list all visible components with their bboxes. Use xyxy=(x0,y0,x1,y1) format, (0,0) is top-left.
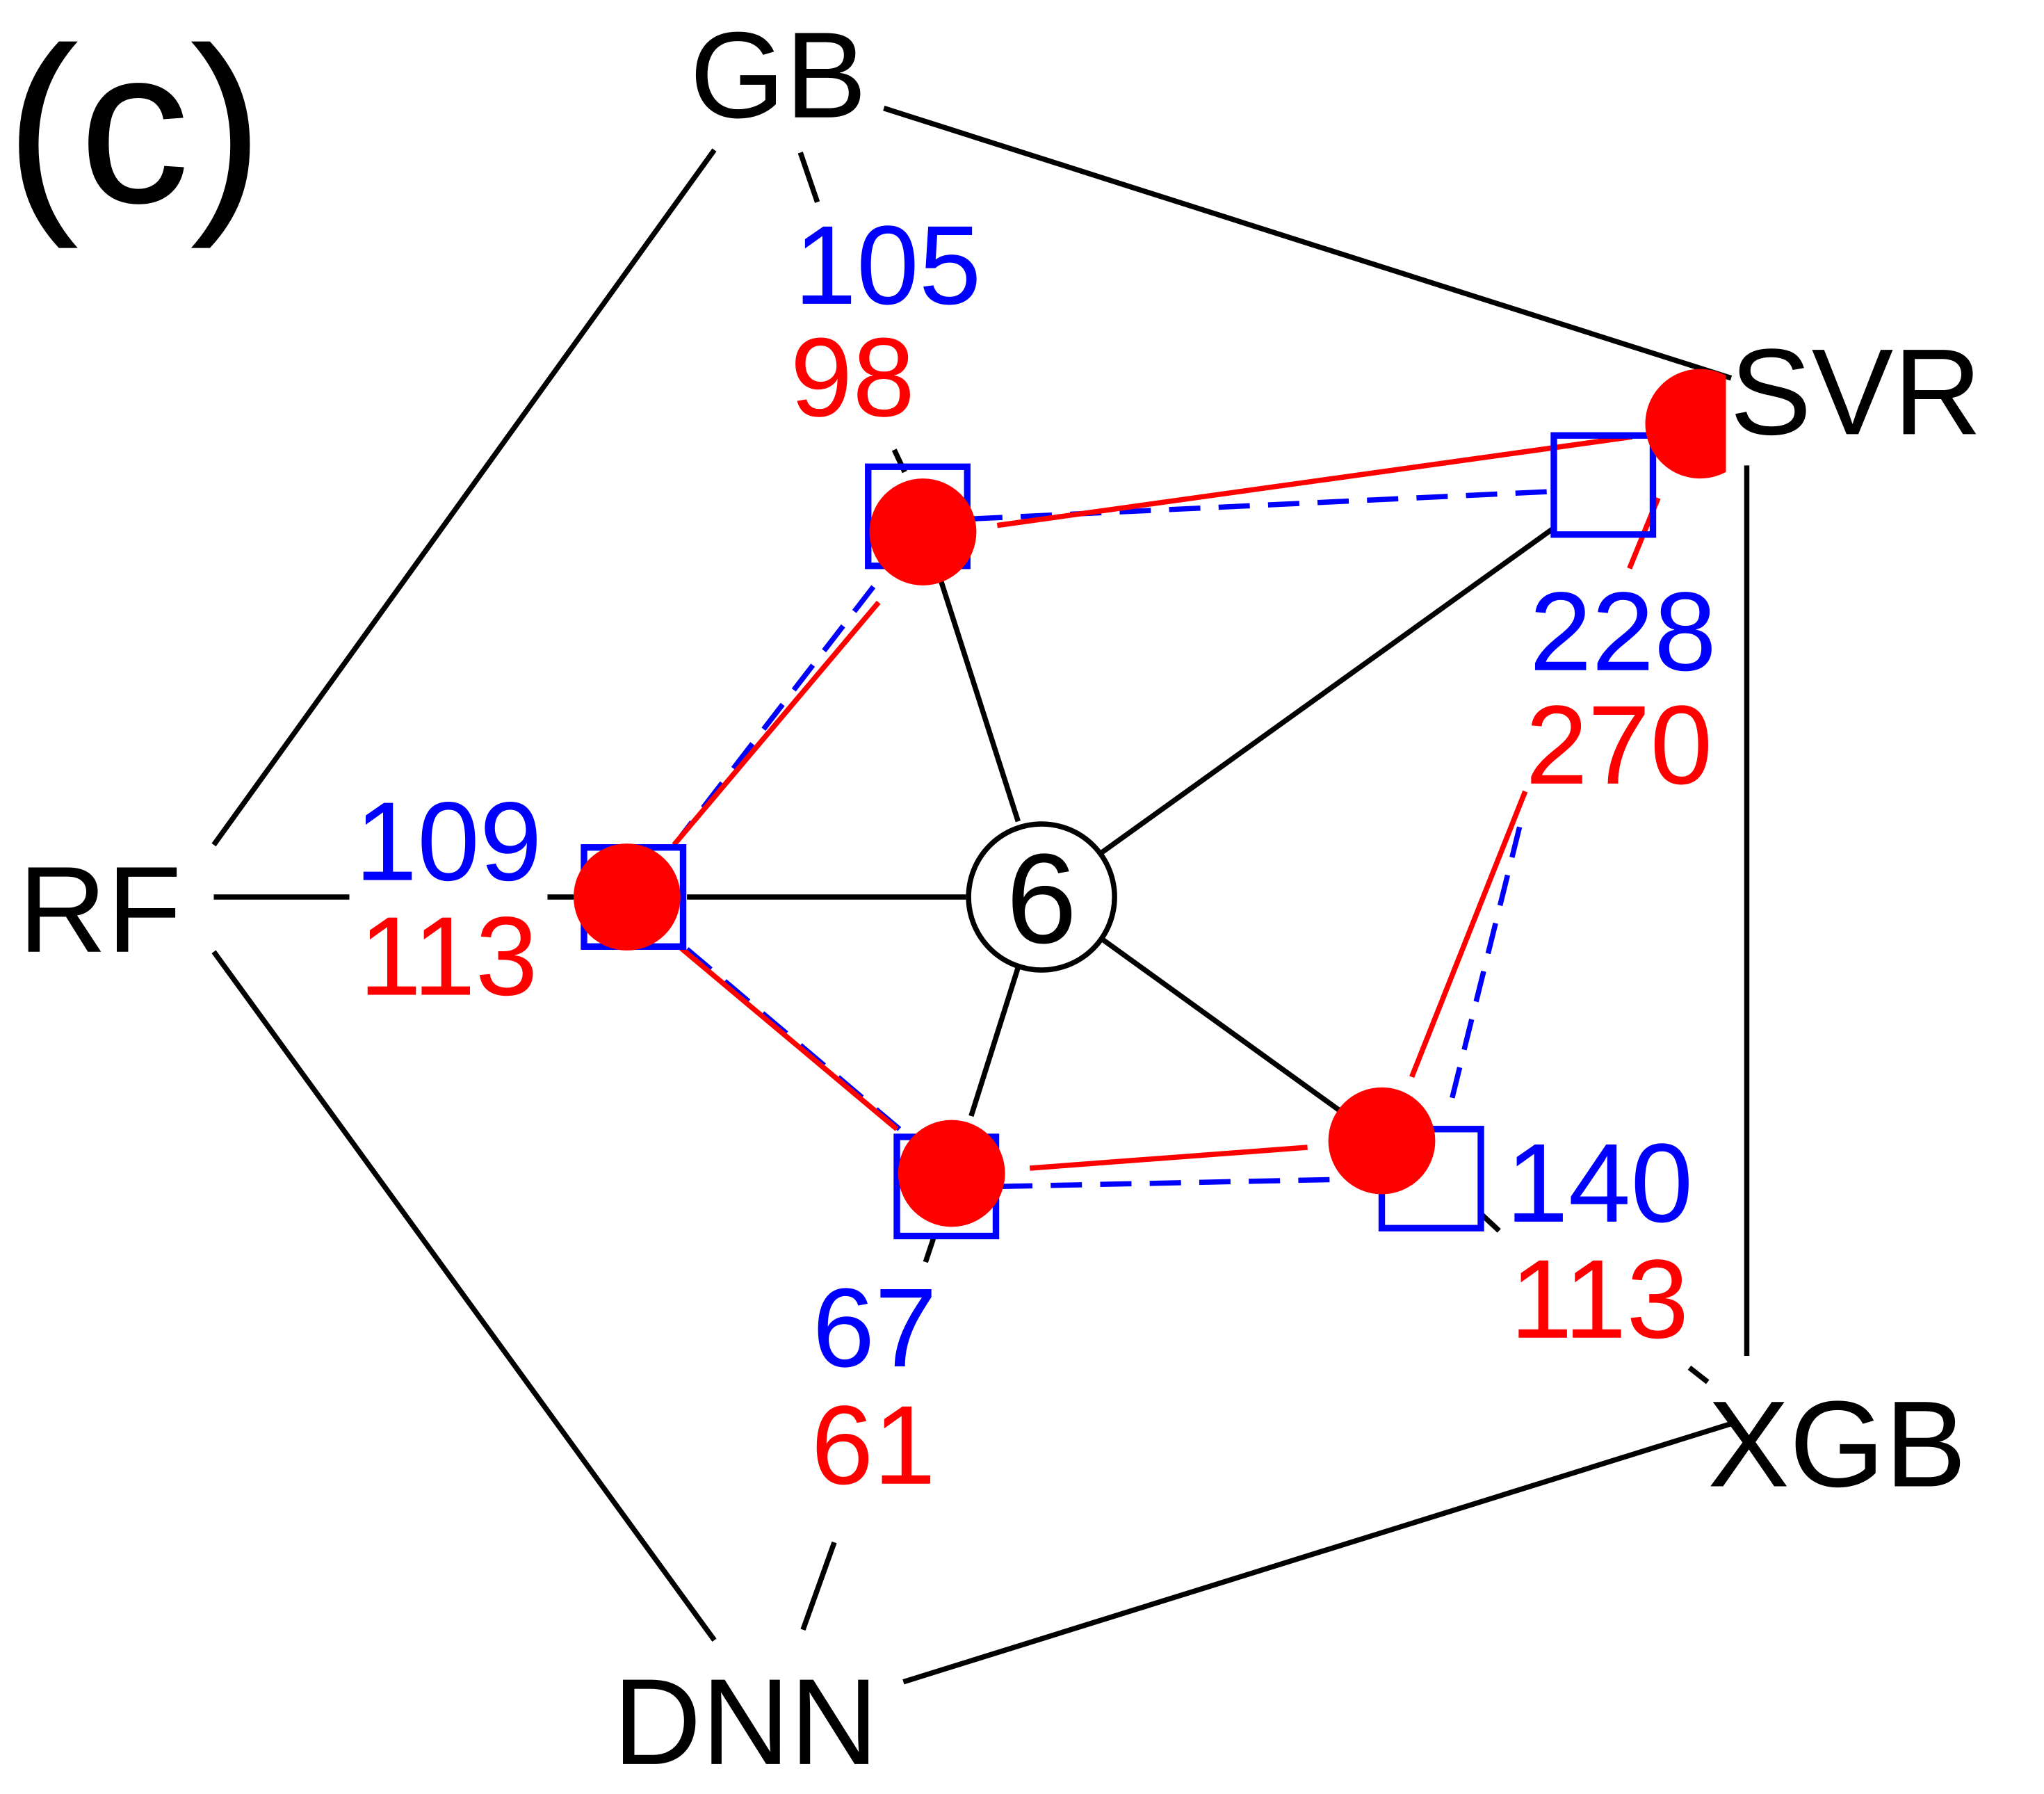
count-blue-gb: 105 xyxy=(794,203,981,328)
outer-pentagon xyxy=(211,106,1750,1685)
edge-xgb-tick xyxy=(1687,1365,1710,1384)
count-red-rf: 113 xyxy=(359,894,537,1019)
inner-spokes xyxy=(687,526,1556,1117)
model-labels: GB SVR XGB DNN RF xyxy=(18,7,1981,1791)
count-blue-dnn: 67 xyxy=(812,1266,936,1391)
edge-rf-gb xyxy=(211,148,717,847)
blue-square-markers xyxy=(581,432,1657,1240)
model-label-dnn: DNN xyxy=(613,1654,879,1791)
count-blue-rf: 109 xyxy=(355,779,542,905)
count-red-gb: 98 xyxy=(790,315,915,440)
edge-xgb-dnn xyxy=(902,1421,1733,1685)
count-red-dnn: 61 xyxy=(811,1383,936,1508)
red-marker-gb xyxy=(869,478,977,585)
red-solid-pentagon xyxy=(672,434,1661,1171)
model-label-xgb: XGB xyxy=(1708,1376,1966,1513)
red-edge-gb-svr xyxy=(996,434,1633,528)
spoke-center-xgb xyxy=(1100,936,1342,1113)
red-marker-svr xyxy=(1645,369,1726,479)
edge-gb-svr xyxy=(883,106,1733,381)
blue-edge-dnn-xgb xyxy=(1000,1176,1379,1189)
center-node xyxy=(966,821,1117,973)
spoke-gb xyxy=(797,152,820,203)
model-label-gb: GB xyxy=(690,7,867,144)
red-marker-rf xyxy=(574,843,681,951)
count-blue-xgb: 140 xyxy=(1506,1121,1693,1246)
spoke-center-gb xyxy=(939,581,1021,823)
spoke-dnn xyxy=(800,1541,837,1631)
center-count-label: 6 xyxy=(1006,827,1077,970)
blue-dashed-pentagon xyxy=(678,489,1552,1189)
model-label-svr: SVR xyxy=(1730,323,1981,460)
panel-label: (c) xyxy=(6,1,264,251)
red-edge-dnn-xgb xyxy=(1029,1145,1308,1171)
red-circle-markers xyxy=(574,369,1726,1227)
blue-edge-xgb-svr xyxy=(1450,814,1525,1099)
model-label-rf: RF xyxy=(18,841,181,978)
red-edge-xgb-svr xyxy=(1409,790,1528,1078)
spoke-dnn-inner xyxy=(923,1238,936,1263)
blue-counts: 105 228 140 67 109 xyxy=(355,203,1716,1391)
edge-dnn-rf xyxy=(211,950,717,1642)
count-red-svr: 270 xyxy=(1525,683,1712,808)
red-counts: 98 270 113 61 113 xyxy=(359,315,1712,1508)
blue-marker-svr xyxy=(1550,432,1657,538)
red-marker-xgb xyxy=(1328,1087,1436,1195)
count-red-xgb: 113 xyxy=(1510,1237,1689,1362)
red-edge-rf-dnn xyxy=(677,944,899,1131)
spoke-center-svr xyxy=(1100,526,1556,855)
spoke-center-dnn xyxy=(968,967,1021,1117)
red-marker-dnn xyxy=(898,1120,1005,1227)
count-blue-svr: 228 xyxy=(1530,569,1717,695)
red-edge-gb-rf xyxy=(672,600,881,847)
